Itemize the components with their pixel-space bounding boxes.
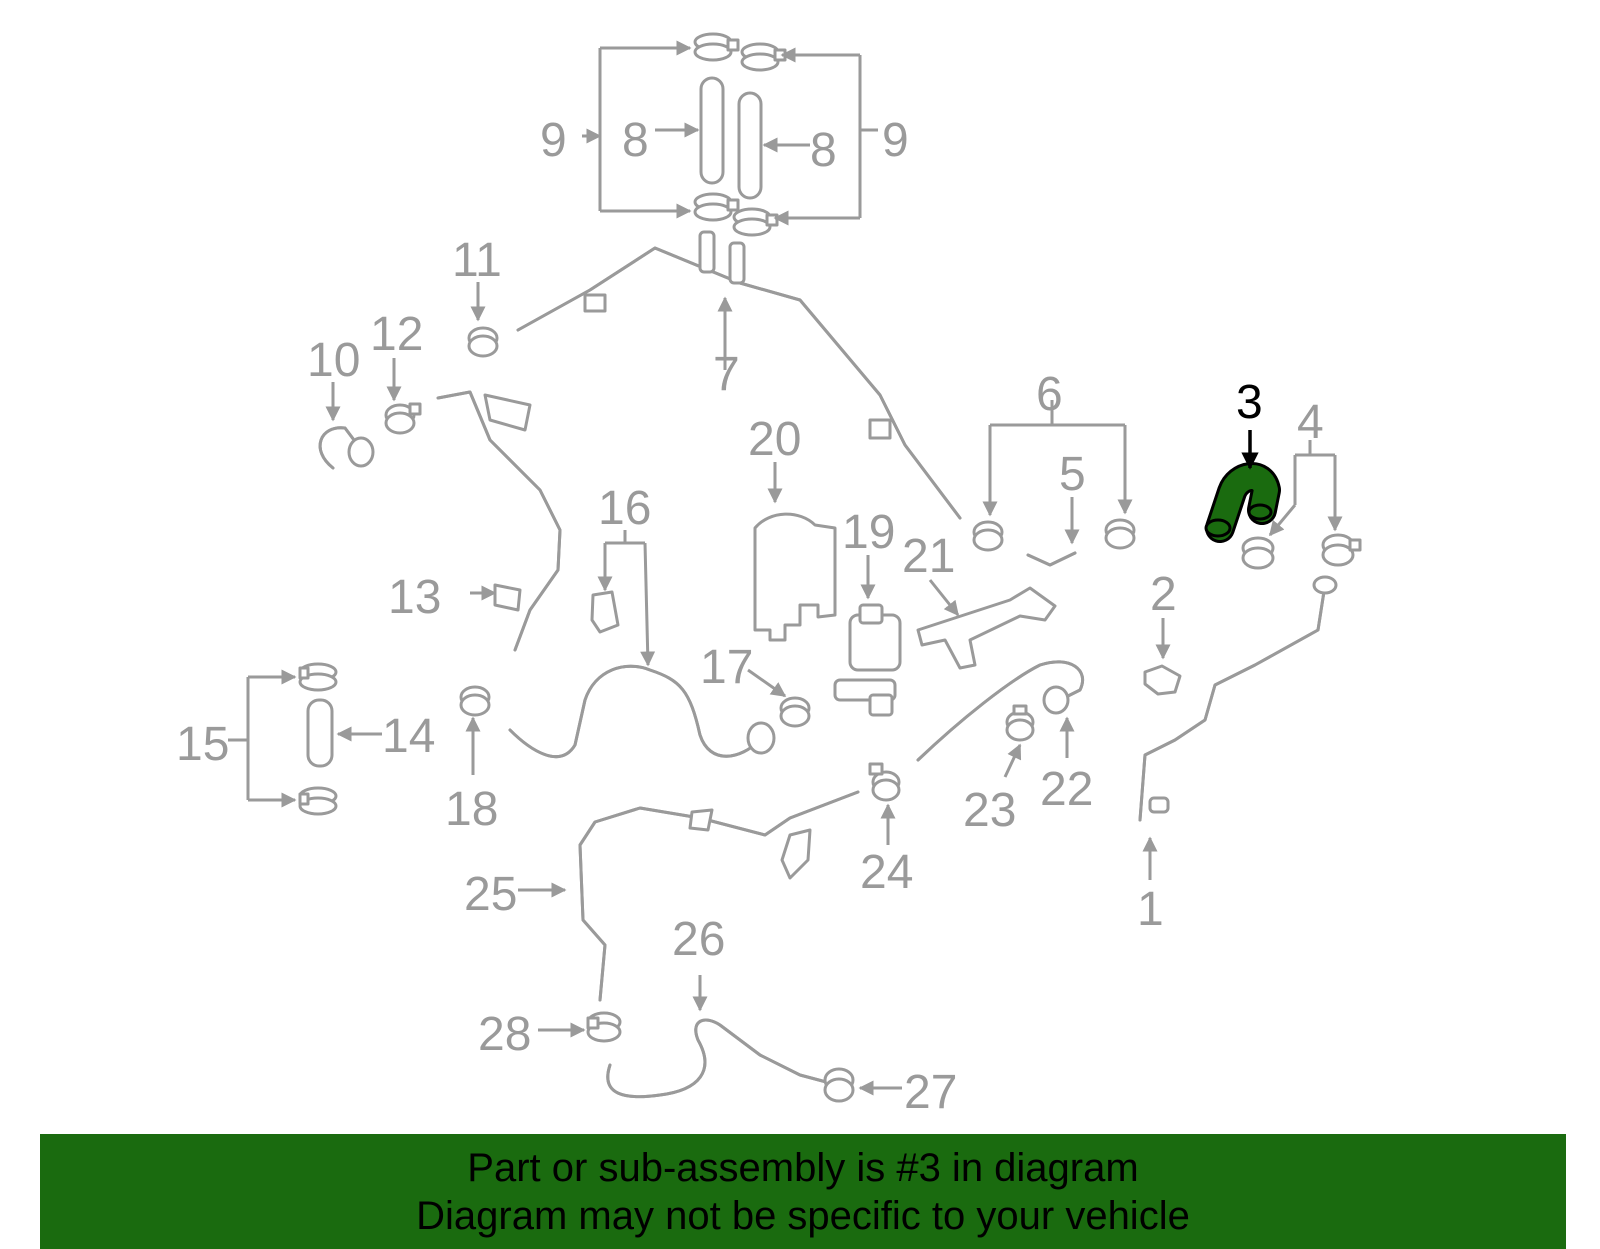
callout-19: 19 xyxy=(842,506,895,559)
part-10-elbow-hose[interactable] xyxy=(318,426,375,470)
part-8-hose-right[interactable] xyxy=(737,91,763,200)
part-9-clamp-top-right[interactable] xyxy=(740,42,787,72)
part-13-pipe[interactable] xyxy=(436,390,562,652)
part-7-coolant-pipe[interactable] xyxy=(516,230,962,520)
callout-28: 28 xyxy=(478,1008,531,1061)
part-18-clamp[interactable] xyxy=(459,685,491,717)
callout-8-left: 8 xyxy=(622,114,649,167)
callout-9-left: 9 xyxy=(540,114,567,167)
part-21-bracket[interactable] xyxy=(916,586,1057,670)
part-24-clamp[interactable] xyxy=(868,762,901,802)
callout-23: 23 xyxy=(963,784,1016,837)
callout-13: 13 xyxy=(388,571,441,624)
callout-16: 16 xyxy=(598,482,651,535)
callout-12: 12 xyxy=(370,308,423,361)
banner-line-1: Part or sub-assembly is #3 in diagram xyxy=(467,1146,1139,1190)
callout-1: 1 xyxy=(1137,883,1164,936)
part-3-hose-highlighted[interactable] xyxy=(1204,462,1281,543)
part-14-hose[interactable] xyxy=(306,698,334,768)
callout-27: 27 xyxy=(904,1066,957,1119)
callout-15: 15 xyxy=(176,718,229,771)
callout-3: 3 xyxy=(1236,376,1263,429)
callout-4: 4 xyxy=(1297,396,1324,449)
callout-11: 11 xyxy=(452,234,502,287)
part-4-clamp-right[interactable] xyxy=(1321,533,1362,567)
part-12-clamp[interactable] xyxy=(384,402,422,435)
part-28-clamp[interactable] xyxy=(586,1011,622,1043)
part-22-hose[interactable] xyxy=(916,660,1084,762)
callout-2: 2 xyxy=(1150,568,1177,621)
part-23-clamp[interactable] xyxy=(1005,704,1035,742)
callout-10: 10 xyxy=(307,334,360,387)
part-17-clamp[interactable] xyxy=(779,696,811,728)
part-20-heat-shield[interactable] xyxy=(753,512,837,642)
callout-5: 5 xyxy=(1059,448,1086,501)
part-15-clamp-top[interactable] xyxy=(298,662,338,692)
callout-24: 24 xyxy=(860,846,913,899)
callout-21: 21 xyxy=(902,530,955,583)
part-16-clip[interactable] xyxy=(590,590,620,634)
part-15-clamp-bottom[interactable] xyxy=(298,786,338,816)
callout-9-right: 9 xyxy=(882,114,909,167)
part-6-clamp-left[interactable] xyxy=(972,520,1004,552)
part-9-clamp-bottom-left[interactable] xyxy=(693,192,740,222)
callout-17: 17 xyxy=(700,641,753,694)
callout-26: 26 xyxy=(672,913,725,966)
part-6-clamp-right[interactable] xyxy=(1104,518,1136,550)
part-19-valve[interactable] xyxy=(833,603,902,717)
callout-7: 7 xyxy=(713,348,740,401)
callout-22: 22 xyxy=(1040,763,1093,816)
part-25-pipe[interactable] xyxy=(578,790,860,1002)
callout-18: 18 xyxy=(445,783,498,836)
part-26-hose[interactable] xyxy=(606,1018,832,1099)
callout-25: 25 xyxy=(464,868,517,921)
part-9-clamp-bottom-right[interactable] xyxy=(732,207,779,237)
part-27-clamp[interactable] xyxy=(823,1067,855,1103)
part-16-hose[interactable] xyxy=(508,664,776,759)
part-2-clip[interactable] xyxy=(1143,664,1182,696)
callout-8-right: 8 xyxy=(810,124,837,177)
info-banner: Part or sub-assembly is #3 in diagram Di… xyxy=(40,1134,1566,1249)
part-8-hose-left[interactable] xyxy=(699,76,725,185)
part-4-clamp-left[interactable] xyxy=(1241,536,1275,570)
callout-6: 6 xyxy=(1036,368,1063,421)
callout-14: 14 xyxy=(382,710,435,763)
part-5-hose[interactable] xyxy=(1026,551,1077,567)
part-9-clamp-top-left[interactable] xyxy=(693,32,740,62)
part-1-pipe[interactable] xyxy=(1138,575,1338,822)
callout-20: 20 xyxy=(748,413,801,466)
banner-line-2: Diagram may not be specific to your vehi… xyxy=(416,1194,1190,1238)
part-11-clamp[interactable] xyxy=(467,326,499,358)
